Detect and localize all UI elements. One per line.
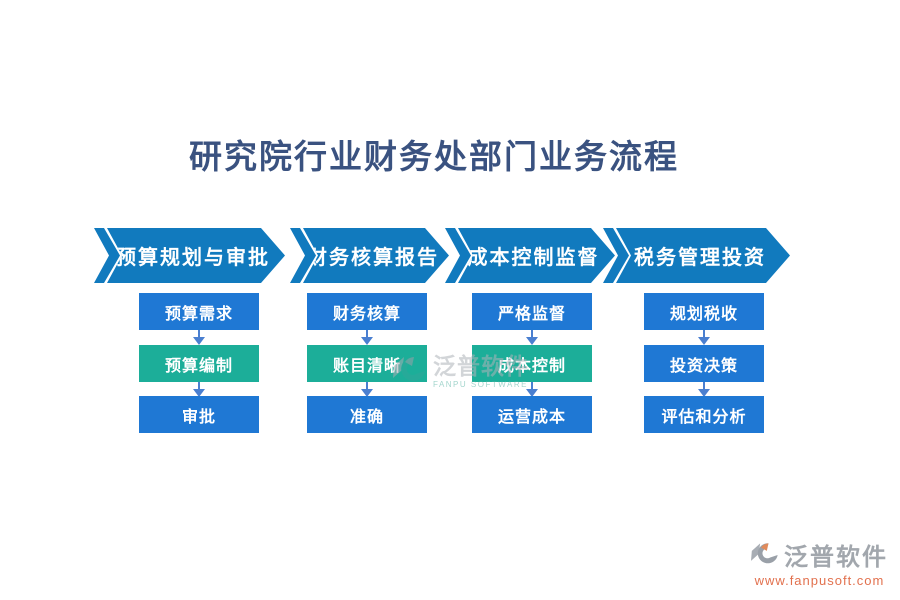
fanpu-logo-icon (751, 542, 778, 563)
step-label: 财务核算 (332, 305, 401, 323)
stage-banner: 税务管理投资 (616, 228, 790, 283)
down-arrow-icon (526, 382, 538, 397)
brand-name: 泛普软件 (784, 544, 888, 571)
stage-banner-label: 预算规划与审批 (116, 247, 270, 269)
step-box: 账目清晰 (307, 345, 427, 382)
step-box: 成本控制 (472, 345, 592, 382)
step-box: 准确 (307, 396, 427, 433)
page-title: 研究院行业财务处部门业务流程 (189, 137, 679, 176)
down-arrow-icon (698, 382, 710, 397)
step-label: 评估和分析 (661, 408, 747, 426)
down-arrow-icon (526, 330, 538, 345)
stage-banner: 成本控制监督 (458, 228, 615, 283)
step-label: 预算需求 (164, 305, 233, 323)
website-url: www.fanpusoft.com (754, 573, 885, 588)
step-label: 规划税收 (669, 305, 738, 323)
step-box: 财务核算 (307, 293, 427, 330)
stage-banner: 预算规划与审批 (107, 228, 285, 283)
step-box: 评估和分析 (644, 396, 764, 433)
stage-banner-label: 成本控制监督 (467, 247, 600, 269)
corner-watermark: 泛普软件 www.fanpusoft.com (751, 537, 888, 588)
step-label: 投资决策 (669, 357, 738, 375)
step-box: 严格监督 (472, 293, 592, 330)
step-box: 投资决策 (644, 345, 764, 382)
step-label: 运营成本 (497, 408, 566, 426)
step-box: 规划税收 (644, 293, 764, 330)
step-label: 成本控制 (497, 357, 566, 375)
step-box: 预算编制 (139, 345, 259, 382)
down-arrow-icon (193, 330, 205, 345)
down-arrow-icon (193, 382, 205, 397)
step-label: 账目清晰 (332, 357, 401, 375)
step-label: 严格监督 (497, 305, 566, 323)
step-box: 运营成本 (472, 396, 592, 433)
stage-banner: 财务核算报告 (303, 228, 449, 283)
step-box: 审批 (139, 396, 259, 433)
stage-banner-label: 财务核算报告 (307, 247, 439, 269)
down-arrow-icon (361, 330, 373, 345)
down-arrow-icon (698, 330, 710, 345)
step-label: 审批 (181, 408, 216, 426)
stage-banner-label: 税务管理投资 (634, 247, 766, 269)
step-label: 预算编制 (164, 357, 233, 375)
step-label: 准确 (349, 408, 384, 426)
step-box: 预算需求 (139, 293, 259, 330)
down-arrow-icon (361, 382, 373, 397)
